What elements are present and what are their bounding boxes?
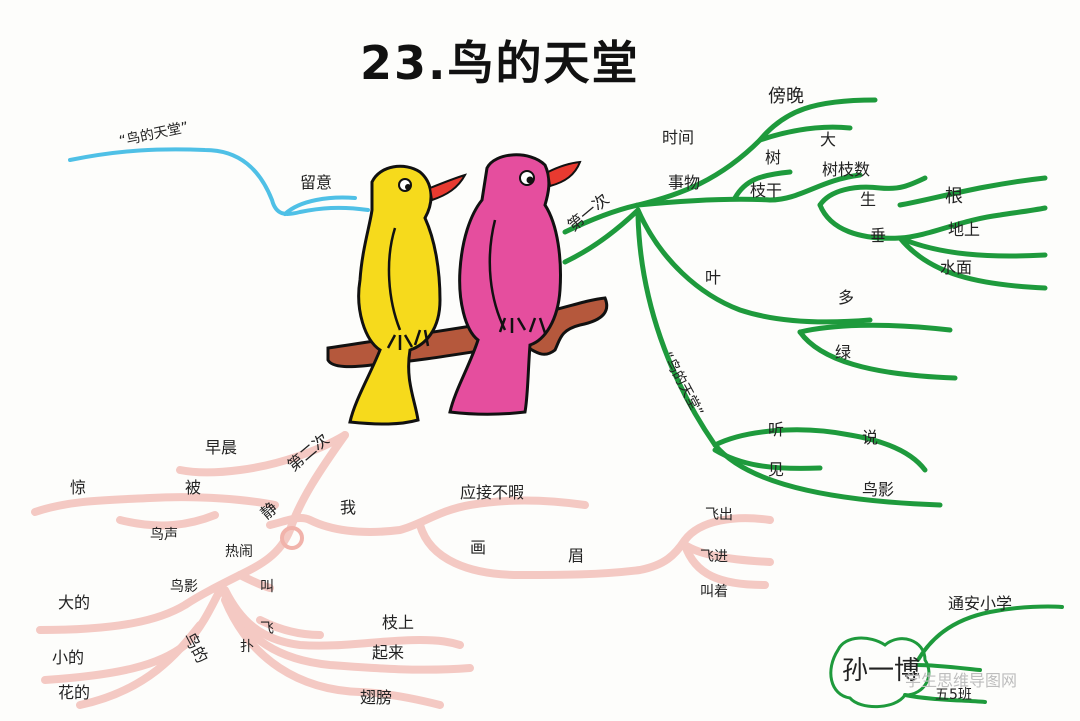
evening-label: 傍晚: [768, 86, 804, 107]
scare-label: 惊: [70, 478, 87, 497]
green-label: 绿: [835, 343, 852, 362]
small-white-label: 小的: [52, 648, 85, 667]
big-white-label: 大的: [58, 593, 91, 612]
green-branches: [562, 97, 1048, 508]
yellow-bird: [348, 164, 468, 426]
by-label: 被: [185, 478, 202, 497]
listen-label: 听: [768, 420, 785, 439]
class-label: 五5班: [935, 687, 972, 703]
watermark: 学生思维导图网: [905, 671, 1018, 690]
author-lines: [903, 604, 1064, 704]
pink-branches: [31, 431, 774, 709]
school-label: 通安小学: [948, 594, 1013, 613]
on-branch-label: 枝上: [382, 613, 415, 632]
note-label: 留意: [300, 173, 333, 192]
up-label: 起来: [372, 643, 405, 662]
root-label: 根: [945, 186, 963, 207]
author-name: 孙一博: [842, 656, 921, 686]
pink-bird: [448, 153, 582, 416]
wings-label: 翅膀: [360, 688, 393, 707]
pink-knot: [280, 526, 304, 550]
time-label: 时间: [662, 128, 695, 147]
bird-shadow-label: 鸟影: [862, 480, 895, 499]
eyebrow-label: 眉: [568, 546, 585, 565]
busy-label: 热闹: [225, 544, 253, 560]
fly-label: 飞: [260, 621, 274, 637]
branch-label: 枝干: [750, 181, 783, 200]
call-label: 叫: [260, 579, 274, 595]
many-label: 多: [838, 288, 855, 307]
chirping-label: 叫着: [700, 584, 728, 600]
me-label: 我: [340, 498, 357, 517]
fly-out-label: 飞出: [705, 507, 733, 523]
overwhelmed-label: 应接不暇: [460, 483, 525, 502]
morning-label: 早晨: [205, 438, 238, 457]
see-label: 见: [768, 460, 785, 479]
blue-branch: [68, 147, 370, 216]
ground-label: 地上: [948, 220, 981, 239]
tree-label: 树: [765, 148, 782, 167]
big-label: 大: [820, 130, 837, 149]
flap-label: 扑: [240, 639, 254, 655]
water-label: 水面: [940, 258, 973, 277]
page-title: 23.鸟的天堂: [360, 36, 640, 90]
fly-in-label: 飞进: [700, 549, 728, 565]
colorful-label: 花的: [58, 683, 91, 702]
bird-shadow-2-label: 鸟影: [170, 579, 198, 595]
things-label: 事物: [668, 173, 701, 192]
bird-song-label: 鸟声: [150, 527, 178, 543]
draw-label: 画: [470, 538, 487, 557]
author-cloud: [829, 636, 931, 709]
count-label: 树枝数: [822, 160, 871, 179]
say-label: 说: [862, 428, 879, 447]
hang-label: 垂: [870, 226, 887, 245]
grow-label: 生: [860, 190, 877, 209]
leaf-label: 叶: [705, 268, 722, 287]
